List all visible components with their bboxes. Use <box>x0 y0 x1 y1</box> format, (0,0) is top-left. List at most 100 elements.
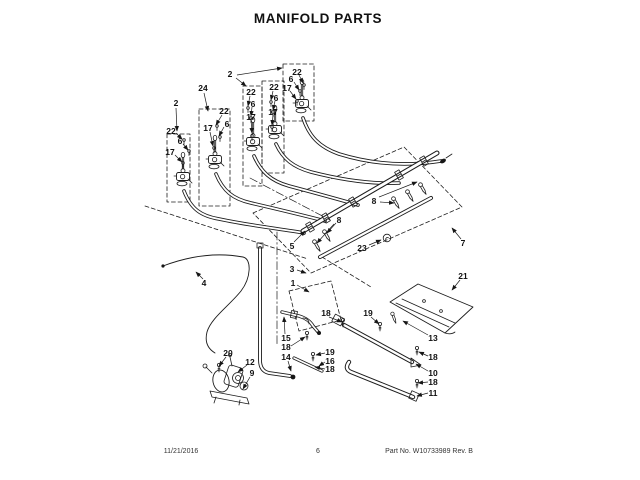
bracket-panel <box>389 283 474 335</box>
center-tubes <box>161 242 296 380</box>
valve-icon <box>205 134 225 170</box>
callout-label-6: 6 <box>251 99 256 109</box>
callout-leader <box>237 364 248 373</box>
callout-label-13: 13 <box>428 333 438 343</box>
callout-leader <box>174 154 183 163</box>
callout-leader <box>282 316 287 335</box>
callout-leader <box>218 356 227 367</box>
callout-label-19: 19 <box>325 347 335 357</box>
callout-label-17: 17 <box>268 107 278 117</box>
circled-symbol <box>382 233 392 243</box>
callout-label-17: 17 <box>165 147 175 157</box>
callout-label-8: 8 <box>372 196 377 206</box>
callout-label-17: 17 <box>282 83 292 93</box>
callout-leader <box>451 227 462 240</box>
callout-leader <box>296 284 310 293</box>
callout-leader <box>370 316 380 325</box>
mounting-screws <box>216 317 420 389</box>
callout-label-22: 22 <box>219 106 229 116</box>
callout-label-18: 18 <box>281 342 291 352</box>
burner-valves <box>173 78 312 187</box>
footer-date: 11/21/2016 <box>164 448 199 455</box>
callout-leader <box>290 336 306 347</box>
callout-leader <box>417 380 429 385</box>
callout-label-2: 2 <box>228 69 233 79</box>
callout-leader <box>293 230 306 243</box>
callout-label-7: 7 <box>461 238 466 248</box>
callout-label-16: 16 <box>325 356 335 366</box>
orifice-spud <box>311 238 323 253</box>
callout-label-12: 12 <box>245 357 255 367</box>
callout-label-22: 22 <box>166 126 176 136</box>
callout-leader <box>415 363 429 372</box>
callout-label-2: 2 <box>174 98 179 108</box>
callout-leader <box>451 279 461 291</box>
valve-dashed-boxes <box>166 63 315 207</box>
callout-leader <box>296 269 307 274</box>
callout-leader <box>249 119 254 134</box>
regulator-bracket <box>209 390 250 405</box>
callout-label-17: 17 <box>246 112 256 122</box>
orifice-spud <box>404 188 416 203</box>
callout-leader <box>246 95 252 107</box>
page-title: MANIFOLD PARTS <box>254 11 382 26</box>
callout-leader <box>289 90 297 100</box>
bracket-orifice <box>389 311 398 325</box>
callout-label-6: 6 <box>289 74 294 84</box>
callout-leader <box>314 365 326 371</box>
callout-label-19: 19 <box>363 308 373 318</box>
footer-page-number: 6 <box>316 448 320 455</box>
callout-label-22: 22 <box>269 82 279 92</box>
callout-label-10: 10 <box>428 368 438 378</box>
callout-leader <box>293 81 300 91</box>
callout-label-18: 18 <box>428 352 438 362</box>
callout-label-6: 6 <box>274 93 279 103</box>
callout-label-18: 18 <box>325 364 335 374</box>
manifold-rail <box>303 153 437 253</box>
igniter-tube <box>162 254 250 354</box>
callout-label-22: 22 <box>292 67 302 77</box>
callout-leader <box>182 143 189 151</box>
callout-leader <box>249 106 254 117</box>
callout-leader <box>203 92 210 112</box>
callout-leader <box>328 316 343 323</box>
valve-icon <box>173 151 193 187</box>
callout-label-20: 20 <box>223 348 233 358</box>
valve-icon <box>243 116 263 152</box>
callout-label-15: 15 <box>281 333 291 343</box>
callout-label-21: 21 <box>458 271 468 281</box>
callout-leader <box>316 223 335 244</box>
callout-leader <box>318 361 326 367</box>
callout-leader <box>242 376 251 390</box>
callout-leader <box>379 200 395 205</box>
valve-tubes <box>182 116 453 235</box>
callout-label-22: 22 <box>246 87 256 97</box>
callout-leader <box>315 351 326 357</box>
pressure-regulator <box>202 353 250 406</box>
callout-leader <box>416 392 429 397</box>
callout-leader <box>215 114 223 126</box>
callout-label-9: 9 <box>250 368 255 378</box>
callout-leader <box>269 90 275 101</box>
callout-leader <box>368 239 382 246</box>
callout-label-14: 14 <box>281 352 291 362</box>
callout-leader <box>287 360 292 372</box>
callout-leader <box>236 66 283 76</box>
valve-small-parts <box>181 83 306 168</box>
callout-label-18: 18 <box>428 377 438 387</box>
callout-leader <box>235 77 247 87</box>
callout-label-11: 11 <box>429 388 438 398</box>
callout-leader <box>298 74 304 84</box>
callout-label-17: 17 <box>203 123 213 133</box>
assembly-dashed-outlines <box>144 146 463 345</box>
footer-part-number: Part No. W10733989 Rev. B <box>385 448 473 455</box>
callout-leader <box>209 131 215 147</box>
callout-leader <box>402 320 429 336</box>
callout-label-5: 5 <box>290 241 295 251</box>
callout-leader <box>175 132 183 140</box>
callout-label-4: 4 <box>202 278 207 288</box>
orifice-spud <box>417 181 429 196</box>
